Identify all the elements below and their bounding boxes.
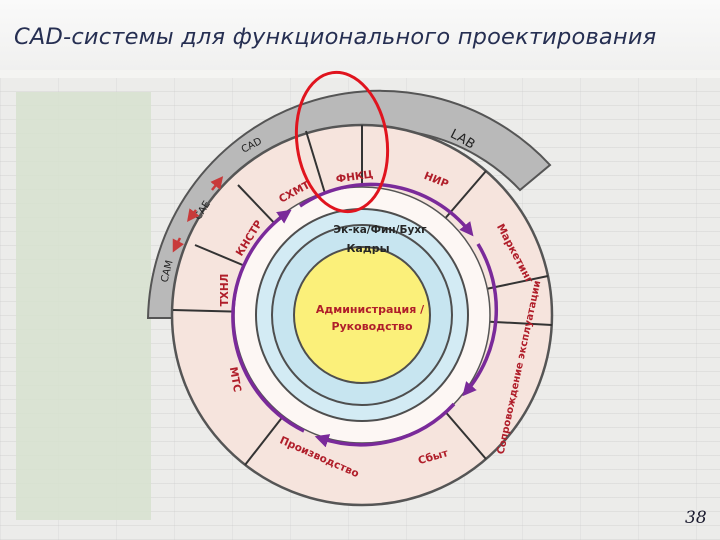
background-green-column — [16, 92, 151, 520]
center-label-line2: Руководство — [331, 320, 413, 333]
center-circle — [293, 246, 431, 384]
sector-label-fnkc: ФНКЦ — [335, 168, 374, 185]
sector-label-txnl: ТХНЛ — [219, 274, 231, 307]
highlight-ellipse — [294, 70, 390, 214]
page-number: 38 — [685, 508, 707, 528]
top-bar-background — [0, 0, 720, 70]
band-label-cam: CAM — [160, 259, 176, 283]
inner-ring-label-line2: Кадры — [346, 242, 389, 255]
purple-cycle-arrows — [231, 182, 498, 448]
band-red-arrows — [172, 176, 224, 253]
sector-label-mts: МТС — [227, 366, 243, 393]
center-label-line1: Администрация / — [316, 303, 425, 316]
slide-title: CAD-системы для функционального проектир… — [14, 24, 657, 50]
inner-ring-label-line1: Эк-ка/Фин/Бухг — [333, 224, 427, 236]
